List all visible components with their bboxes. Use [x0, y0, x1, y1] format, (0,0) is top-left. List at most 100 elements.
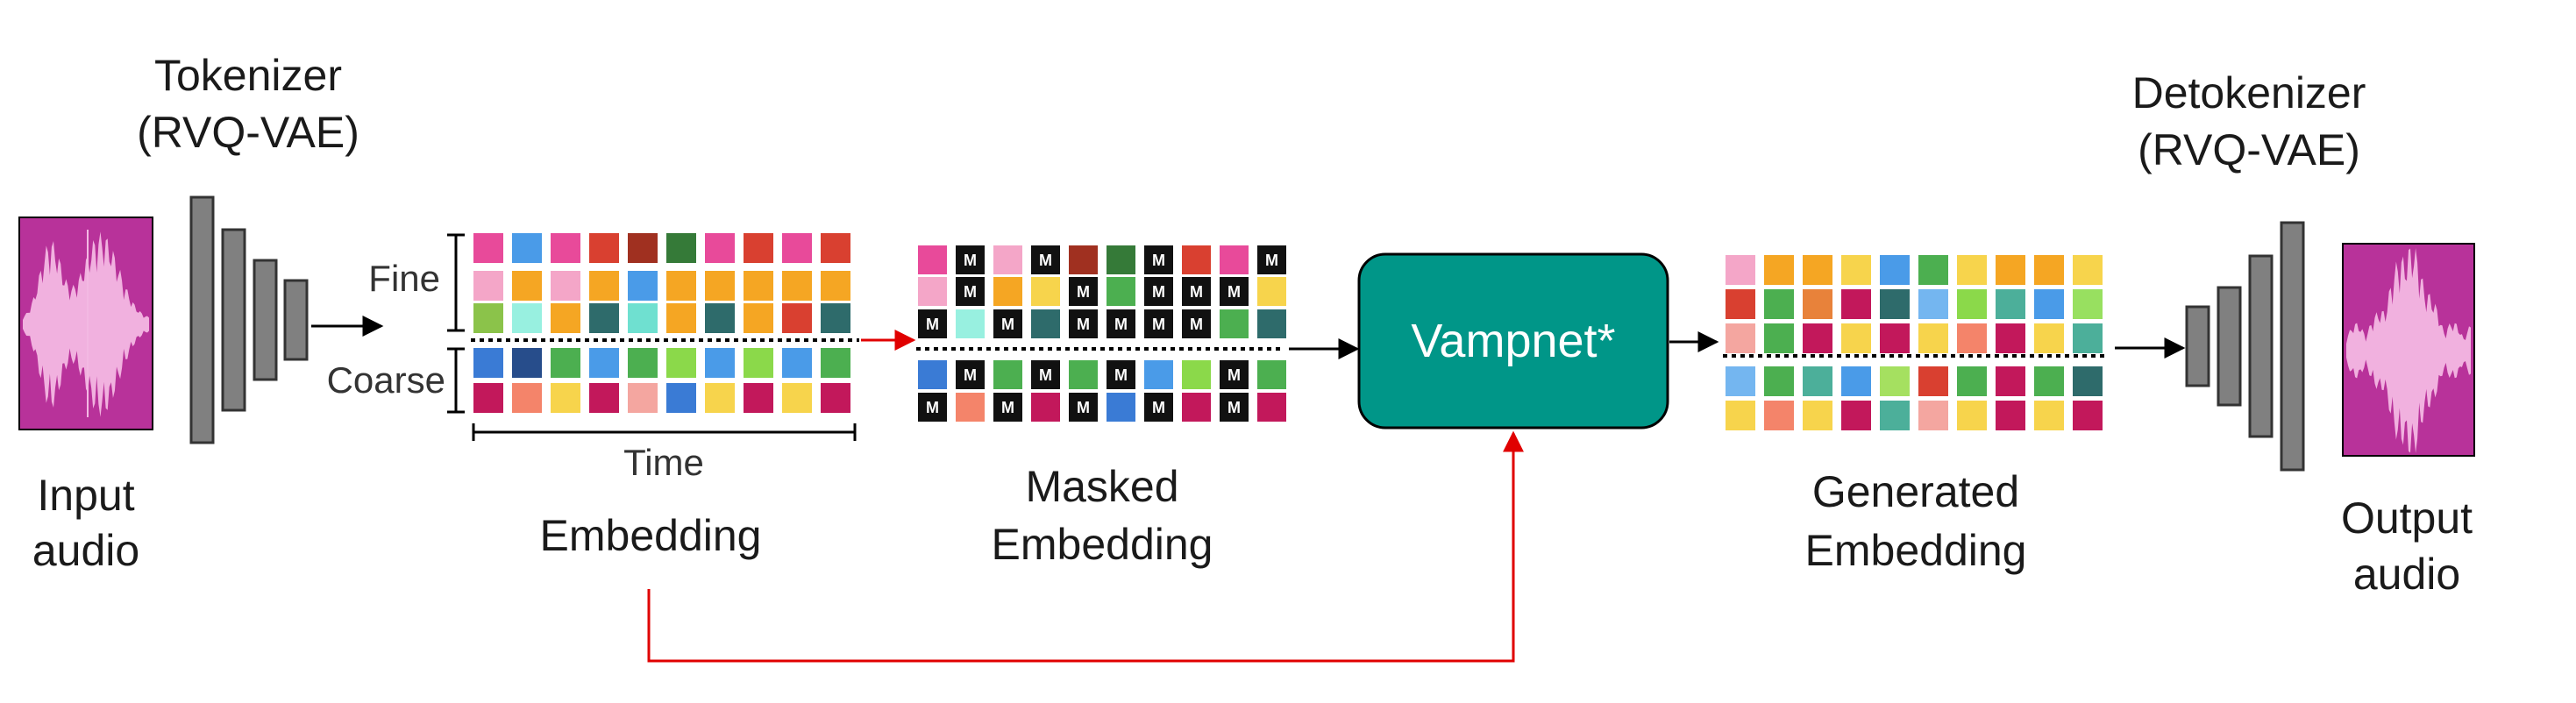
embedding-caption: Embedding	[540, 511, 762, 560]
embedding-token	[782, 233, 812, 263]
generated-token	[1726, 401, 1755, 430]
mask-token-glyph: M	[1152, 316, 1165, 333]
mask-token-glyph: M	[1077, 399, 1090, 416]
generated-token	[1918, 323, 1948, 353]
embedding-grid	[473, 233, 850, 413]
generated-token	[1764, 255, 1794, 285]
masked-token	[1220, 309, 1249, 338]
masked-token	[1182, 245, 1211, 274]
generated-token	[2034, 323, 2064, 353]
masked-token	[1031, 393, 1060, 422]
embedding-token	[473, 271, 503, 301]
generated-token	[1841, 366, 1871, 396]
generated-token	[1880, 401, 1910, 430]
mask-token-glyph: M	[964, 252, 977, 269]
generated-token	[1726, 289, 1755, 319]
embedding-token	[744, 233, 773, 263]
generated-token	[2034, 366, 2064, 396]
masked-token	[1182, 360, 1211, 389]
vampnet-model-box: Vampnet*	[1357, 252, 1669, 430]
mask-token-glyph: M	[1265, 252, 1278, 269]
masked-mask-token	[956, 277, 985, 306]
embedding-token	[705, 303, 735, 333]
mask-token-glyph: M	[1190, 283, 1203, 301]
generated-token	[1996, 401, 2025, 430]
embedding-token	[473, 348, 503, 378]
masked-token	[993, 245, 1022, 274]
generated-embedding-grid	[1726, 255, 2103, 430]
masked-embedding-label-line1: Masked	[1025, 462, 1178, 511]
mask-token-glyph: M	[926, 316, 939, 333]
coarse-bracket	[447, 347, 465, 414]
masked-mask-token	[1069, 393, 1098, 422]
mask-token-glyph: M	[1114, 366, 1128, 384]
generated-token	[2034, 255, 2064, 285]
generated-token	[1957, 255, 1987, 285]
embedding-token	[705, 383, 735, 413]
masked-token	[1220, 245, 1249, 274]
masked-mask-token	[1144, 393, 1173, 422]
embedding-token	[666, 271, 696, 301]
embedding-token	[551, 303, 580, 333]
masked-token	[1031, 309, 1060, 338]
masked-mask-token	[956, 245, 985, 274]
embedding-token	[589, 233, 619, 263]
generated-token	[1996, 255, 2025, 285]
embedding-token	[512, 303, 542, 333]
input-audio-image	[18, 217, 153, 430]
generated-token	[1841, 255, 1871, 285]
mask-token-glyph: M	[1152, 283, 1165, 301]
masked-mask-token	[918, 309, 947, 338]
embedding-token	[821, 271, 850, 301]
masked-token	[1257, 309, 1286, 338]
masked-mask-token	[1220, 277, 1249, 306]
embedding-token	[782, 348, 812, 378]
time-axis	[472, 423, 857, 441]
generated-token	[2073, 255, 2103, 285]
mask-token-glyph: M	[1228, 399, 1241, 416]
masked-mask-token	[1182, 277, 1211, 306]
coarse-label: Coarse	[327, 359, 445, 401]
mask-token-glyph: M	[1228, 366, 1241, 384]
detokenizer-title: Detokenizer	[2132, 68, 2366, 117]
output-audio-image	[2342, 243, 2475, 457]
generated-token	[1880, 289, 1910, 319]
generated-token	[2073, 323, 2103, 353]
generated-token	[1803, 401, 1832, 430]
masked-mask-token	[1220, 360, 1249, 389]
masked-token	[918, 360, 947, 389]
mask-token-glyph: M	[1077, 316, 1090, 333]
embedding-token	[512, 348, 542, 378]
embedding-token	[551, 271, 580, 301]
masked-token	[956, 309, 985, 338]
masked-token	[993, 277, 1022, 306]
masked-mask-token	[918, 393, 947, 422]
generated-embedding-label-line1: Generated	[1812, 467, 2019, 516]
embedding-token	[666, 303, 696, 333]
mask-token-glyph: M	[964, 366, 977, 384]
embedding-token	[512, 271, 542, 301]
generated-token	[1957, 323, 1987, 353]
masked-mask-token	[1220, 393, 1249, 422]
masked-mask-token	[956, 360, 985, 389]
mask-token-glyph: M	[1001, 399, 1014, 416]
embedding-token	[705, 348, 735, 378]
masked-token	[918, 245, 947, 274]
detokenizer-decoder	[2185, 221, 2305, 472]
embedding-token	[628, 233, 658, 263]
masked-mask-token	[1031, 245, 1060, 274]
embedding-token	[821, 383, 850, 413]
mask-token-glyph: M	[1039, 252, 1052, 269]
embedding-token	[628, 303, 658, 333]
masked-token	[1257, 360, 1286, 389]
embedding-token	[782, 271, 812, 301]
masked-token	[1069, 360, 1098, 389]
masked-token	[1107, 277, 1135, 306]
embedding-token	[666, 348, 696, 378]
masked-token	[1031, 277, 1060, 306]
input-audio-label-line1: Input	[37, 471, 134, 520]
embedding-token	[589, 348, 619, 378]
generated-token	[1841, 289, 1871, 319]
masked-mask-token	[1144, 277, 1173, 306]
